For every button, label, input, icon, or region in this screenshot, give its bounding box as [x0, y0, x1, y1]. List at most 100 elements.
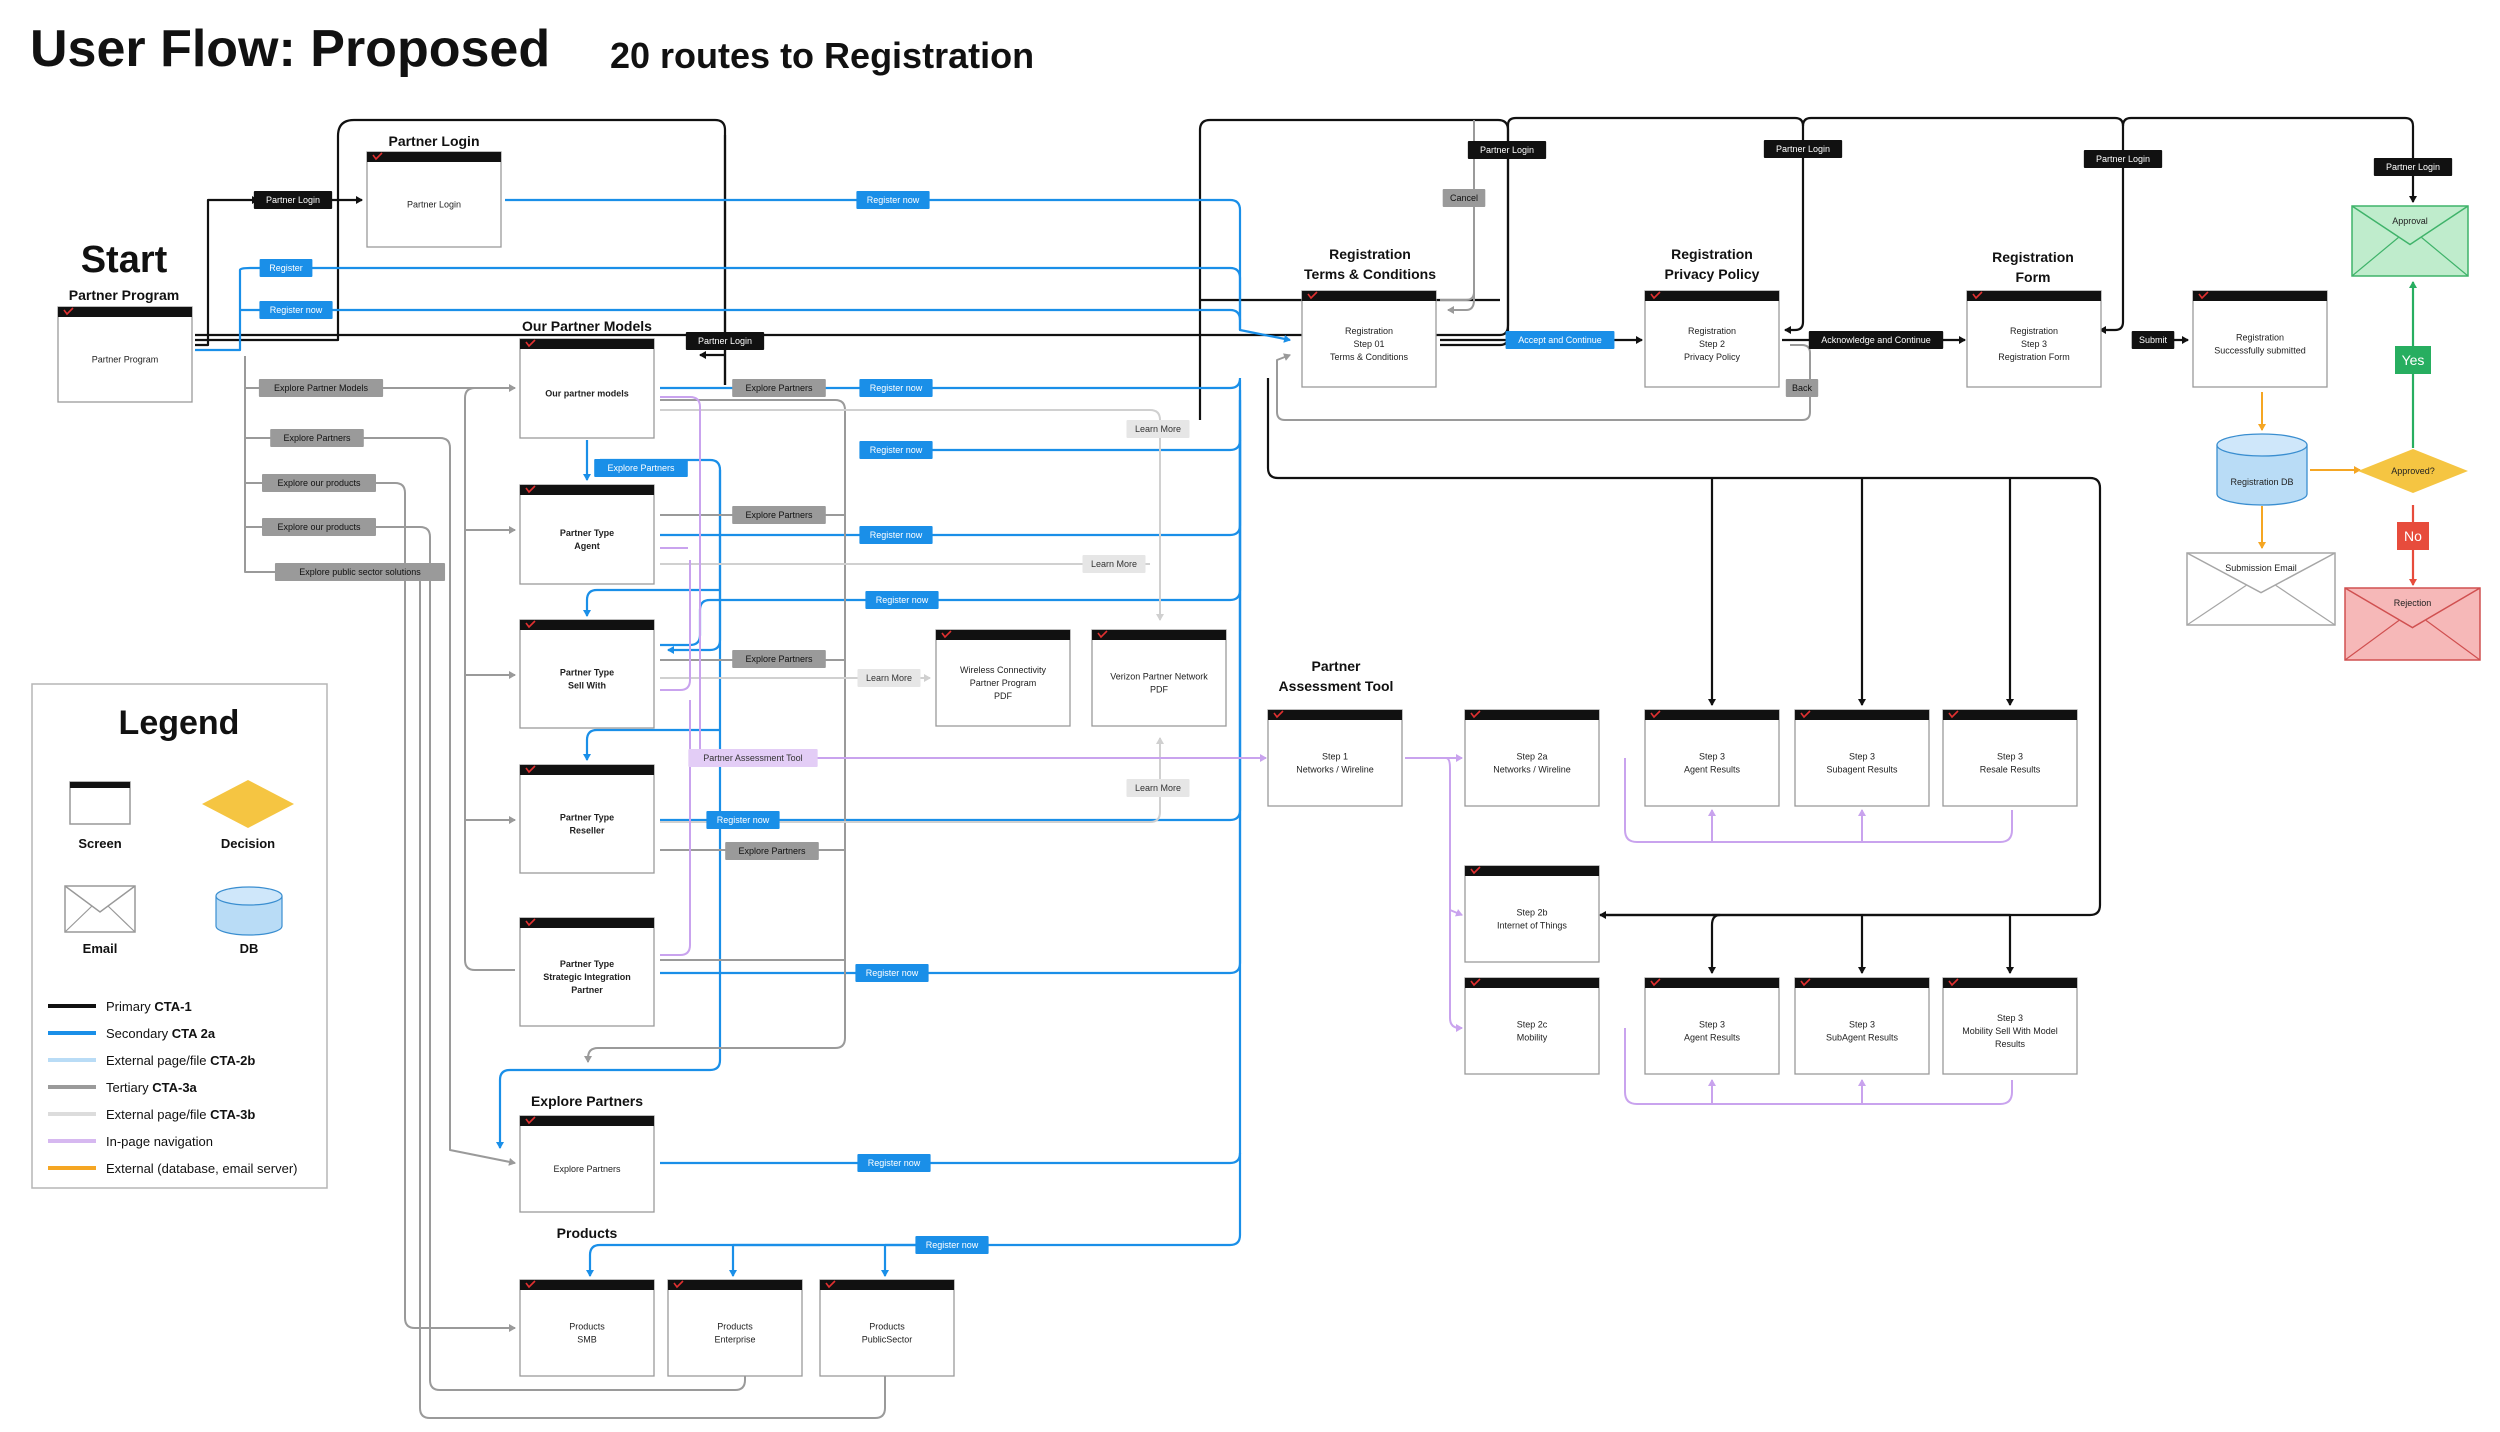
tag-submit-label: Submit — [2139, 335, 2168, 345]
tag-partner-login-6[interactable]: Partner Login — [2373, 158, 2453, 176]
tag-register-now-agent[interactable]: Register now — [859, 526, 933, 544]
connector — [2121, 116, 2417, 203]
tag-register-now-explore[interactable]: Register now — [857, 1154, 931, 1172]
screen-step2a-label: Networks / Wireline — [1493, 765, 1571, 775]
screen-partner-program[interactable]: Partner Program — [57, 306, 193, 403]
tag-register-now-products[interactable]: Register now — [915, 1236, 989, 1254]
tag-register-now-sell[interactable]: Register now — [865, 591, 939, 609]
tag-learn-more-4[interactable]: Learn More — [1126, 779, 1190, 797]
legend-screen-icon — [69, 781, 131, 825]
tag-learn-more-3[interactable]: Learn More — [857, 669, 921, 687]
tag-assessment-label: Partner Assessment Tool — [703, 753, 802, 763]
screen-enterprise-label: Enterprise — [714, 1335, 755, 1345]
check-icon — [525, 1116, 536, 1125]
tag-register-now-login[interactable]: Register now — [856, 191, 930, 209]
tag-partner-login-4[interactable]: Partner Login — [1763, 140, 1843, 158]
screen-reseller-label: Reseller — [569, 826, 605, 836]
tag-explore-partners-4[interactable]: Explore Partners — [732, 650, 826, 668]
tag-explore-public[interactable]: Explore public sector solutions — [274, 563, 446, 581]
screen-partner-login[interactable]: Partner Login — [366, 151, 502, 248]
tag-accept[interactable]: Accept and Continue — [1505, 331, 1615, 349]
connector — [1624, 758, 2013, 843]
tag-partner-login-3[interactable]: Partner Login — [1467, 141, 1547, 159]
tag-register-now-strategic[interactable]: Register now — [855, 964, 929, 982]
tag-partner-login-5[interactable]: Partner Login — [2083, 150, 2163, 168]
tag-partner-login-1[interactable]: Partner Login — [253, 191, 333, 209]
tag-explore-partners-2-label: Explore Partners — [745, 383, 813, 393]
connector — [660, 737, 1164, 823]
tag-partner-login-1-label: Partner Login — [266, 195, 320, 205]
tag-register-now-reseller[interactable]: Register now — [706, 811, 780, 829]
tag-submit[interactable]: Submit — [2131, 331, 2175, 349]
tag-explore-products-1[interactable]: Explore our products — [262, 474, 376, 492]
tag-cancel[interactable]: Cancel — [1442, 189, 1486, 207]
tag-explore-products-1-label: Explore our products — [277, 478, 361, 488]
tag-explore-partners-2[interactable]: Explore Partners — [732, 379, 826, 397]
legend-db-icon — [215, 886, 283, 936]
screen-step2b-label: Internet of Things — [1497, 921, 1567, 931]
tag-explore-partner-models[interactable]: Explore Partner Models — [258, 379, 384, 397]
check-icon — [525, 918, 536, 927]
tag-register-now-models[interactable]: Register now — [859, 379, 933, 397]
screen-explore[interactable]: Explore Partners — [519, 1115, 655, 1213]
tag-learn-more-1[interactable]: Learn More — [1126, 420, 1190, 438]
screen-step1-label: Networks / Wireline — [1296, 765, 1374, 775]
screen-s3-resale-label: Resale Results — [1980, 765, 2041, 775]
start-title: Start — [81, 239, 168, 281]
legend-line-label: Primary CTA-1 — [106, 999, 192, 1014]
tag-explore-partners-3[interactable]: Explore Partners — [732, 506, 826, 524]
tag-back[interactable]: Back — [1785, 379, 1819, 397]
connector — [1862, 913, 2014, 974]
screen-explore-label: Explore Partners — [553, 1164, 621, 1174]
products-title: Products — [557, 1225, 618, 1241]
rejection-email-label: Rejection — [2394, 598, 2432, 608]
tag-acknowledge[interactable]: Acknowledge and Continue — [1808, 331, 1944, 349]
assessment-title-1: Partner — [1311, 658, 1361, 674]
check-icon — [941, 630, 952, 639]
tag-register[interactable]: Register — [259, 259, 313, 277]
tag-register-now-2[interactable]: Register now — [859, 441, 933, 459]
tag-explore-partners-blue[interactable]: Explore Partners — [594, 459, 688, 477]
tag-explore-partners-5[interactable]: Explore Partners — [725, 842, 819, 860]
tag-partner-login-2[interactable]: Partner Login — [685, 332, 765, 350]
tag-assessment[interactable]: Partner Assessment Tool — [688, 749, 818, 767]
legend-line-label: External page/file CTA-2b — [106, 1053, 255, 1068]
tag-explore-partners-1[interactable]: Explore Partners — [270, 429, 364, 447]
tag-learn-more-2[interactable]: Learn More — [1082, 555, 1146, 573]
partner-program-title: Partner Program — [69, 287, 179, 303]
connector — [195, 118, 727, 385]
screen-step2c-label: Step 2c — [1517, 1020, 1548, 1030]
screen-s3-agent2-label: Agent Results — [1684, 1033, 1741, 1043]
tag-register-now-top[interactable]: Register now — [259, 301, 333, 319]
screen-partner-program-label: Partner Program — [92, 355, 159, 365]
screen-s3-subagent-label: Subagent Results — [1826, 765, 1898, 775]
tag-explore-products-2[interactable]: Explore our products — [262, 518, 376, 536]
tag-explore-public-label: Explore public sector solutions — [299, 567, 421, 577]
reg-form-title-2: Form — [2016, 269, 2051, 285]
screen-our-models[interactable]: Our partner models — [519, 338, 655, 439]
